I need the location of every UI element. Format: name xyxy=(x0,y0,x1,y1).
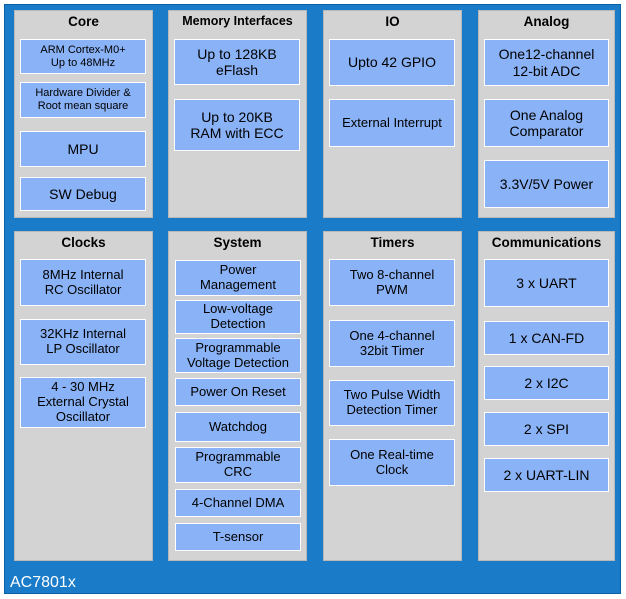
block-power-management: Power Management xyxy=(175,260,301,296)
block-ram-ecc: Up to 20KB RAM with ECC xyxy=(174,99,300,151)
block-pwm: Two 8-channel PWM xyxy=(329,259,455,306)
block-gpio: Upto 42 GPIO xyxy=(329,39,455,86)
block-real-time-clock: One Real-time Clock xyxy=(329,439,455,486)
block-spi: 2 x SPI xyxy=(484,412,609,446)
panel-clocks-title: Clocks xyxy=(61,235,106,250)
panel-memory-title: Memory Interfaces xyxy=(182,14,293,28)
panel-analog-title: Analog xyxy=(523,14,570,29)
block-uart: 3 x UART xyxy=(484,259,609,307)
block-32bit-timer: One 4-channel 32bit Timer xyxy=(329,320,455,367)
block-external-interrupt: External Interrupt xyxy=(329,99,455,147)
block-pulse-width-detection: Two Pulse Width Detection Timer xyxy=(329,380,455,426)
block-i2c: 2 x I2C xyxy=(484,366,609,400)
block-dma: 4-Channel DMA xyxy=(175,489,301,517)
block-programmable-crc: Programmable CRC xyxy=(175,447,301,483)
block-uart-lin: 2 x UART-LIN xyxy=(484,458,609,492)
block-power-on-reset: Power On Reset xyxy=(175,378,301,406)
block-external-crystal: 4 - 30 MHz External Crystal Oscillator xyxy=(20,377,146,428)
block-rc-oscillator: 8MHz Internal RC Oscillator xyxy=(20,259,146,306)
block-lp-oscillator: 32KHz Internal LP Oscillator xyxy=(20,319,146,365)
panel-core: Core ARM Cortex-M0+ Up to 48MHz Hardware… xyxy=(14,10,153,218)
panel-system: System Power Management Low-voltage Dete… xyxy=(168,231,307,561)
panel-communications: Communications 3 x UART 1 x CAN-FD 2 x I… xyxy=(478,231,615,561)
block-low-voltage-detection: Low-voltage Detection xyxy=(175,300,301,334)
block-power: 3.3V/5V Power xyxy=(484,160,609,208)
block-t-sensor: T-sensor xyxy=(175,523,301,551)
chip-block-diagram: Core ARM Cortex-M0+ Up to 48MHz Hardware… xyxy=(4,4,621,594)
panel-system-title: System xyxy=(213,235,262,250)
block-sw-debug: SW Debug xyxy=(20,177,146,211)
chip-name-label: AC7801x xyxy=(10,574,76,591)
panel-analog: Analog One12-channel 12-bit ADC One Anal… xyxy=(478,10,615,218)
panel-core-title: Core xyxy=(68,14,99,29)
block-mpu: MPU xyxy=(20,131,146,167)
block-adc: One12-channel 12-bit ADC xyxy=(484,39,609,86)
panel-clocks: Clocks 8MHz Internal RC Oscillator 32KHz… xyxy=(14,231,153,561)
block-programmable-voltage-detection: Programmable Voltage Detection xyxy=(175,338,301,373)
panel-io: IO Upto 42 GPIO External Interrupt xyxy=(323,10,462,218)
block-watchdog: Watchdog xyxy=(175,412,301,442)
panel-timers-title: Timers xyxy=(370,235,415,250)
block-eflash: Up to 128KB eFlash xyxy=(174,39,300,85)
block-can-fd: 1 x CAN-FD xyxy=(484,321,609,355)
block-analog-comparator: One Analog Comparator xyxy=(484,99,609,147)
block-arm-cortex: ARM Cortex-M0+ Up to 48MHz xyxy=(20,39,146,74)
panel-communications-title: Communications xyxy=(491,235,602,250)
panel-io-title: IO xyxy=(385,14,400,29)
block-hardware-divider: Hardware Divider & Root mean square xyxy=(20,82,146,118)
panel-timers: Timers Two 8-channel PWM One 4-channel 3… xyxy=(323,231,462,561)
panel-memory-interfaces: Memory Interfaces Up to 128KB eFlash Up … xyxy=(168,10,307,218)
